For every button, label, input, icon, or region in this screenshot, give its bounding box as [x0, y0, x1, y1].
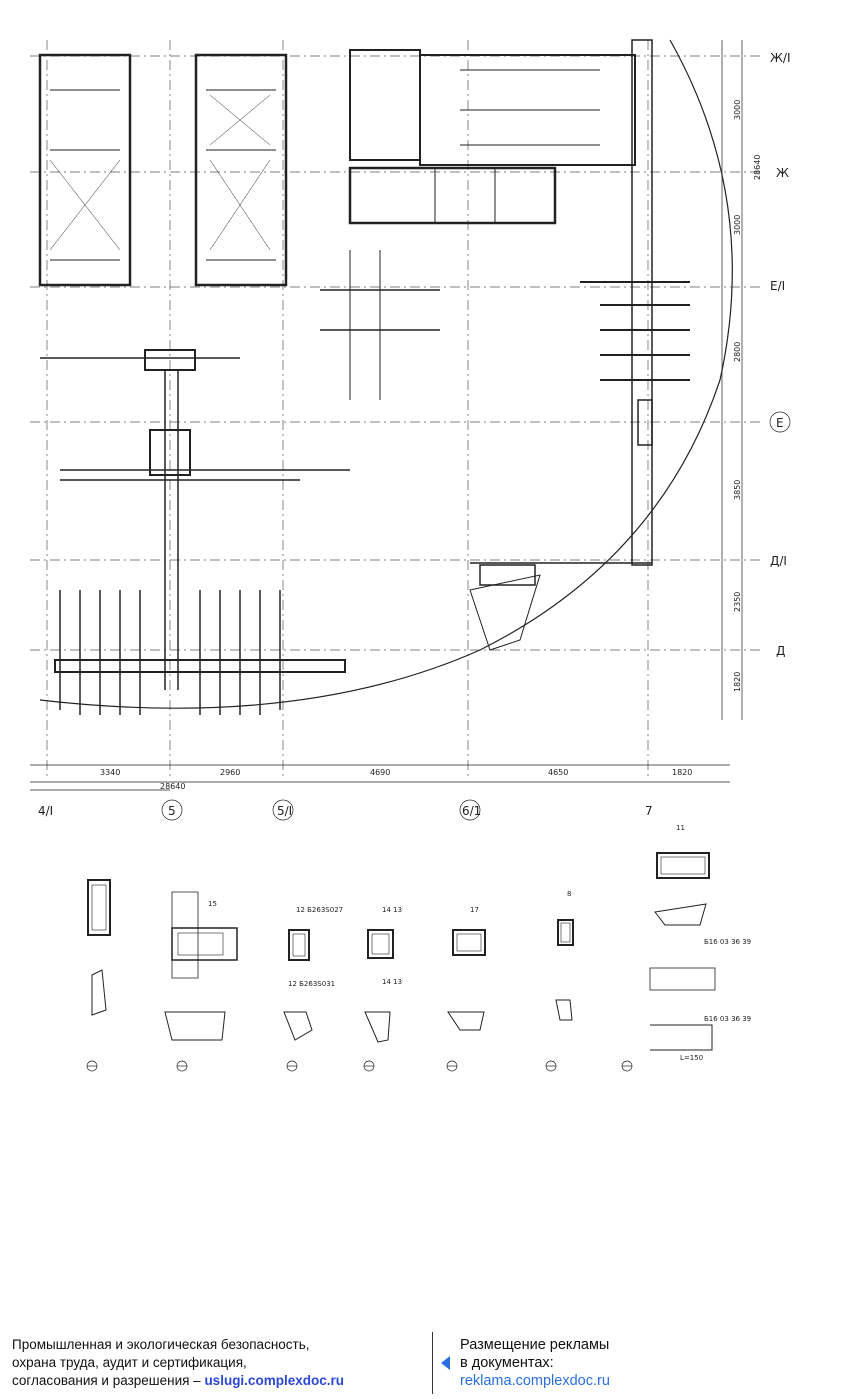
section-tag: 12 Б263S027	[296, 906, 343, 914]
section-tag: 17	[470, 906, 479, 914]
section-tag: L=150	[680, 1054, 703, 1062]
dimension-text: 4690	[370, 768, 390, 777]
arrow-left-icon	[441, 1356, 450, 1370]
section-tag: 14 13	[382, 906, 402, 914]
dimension-text: 2800	[733, 342, 742, 362]
construction-drawing: Ж/I Ж Е/I Е Д/I Д 4/I 5 5/I 6/1 7 3000 2…	[30, 39, 791, 1072]
footer-left-line: согласования и разрешения – uslugi.compl…	[12, 1372, 422, 1390]
dimension-text: 4650	[548, 768, 568, 777]
dimension-text: 1820	[672, 768, 692, 777]
grid-label-right: Ж/I	[770, 51, 791, 65]
grid-label-bottom: 7	[645, 804, 653, 818]
grid-label-right: Д/I	[770, 554, 787, 568]
section-tag: 12 Б263S031	[288, 980, 335, 988]
section-tag: 11	[676, 824, 685, 832]
grid-label-bottom: 5/I	[277, 804, 292, 818]
footer-banner: Промышленная и экологическая безопасност…	[0, 1328, 864, 1399]
footer-left-line: охрана труда, аудит и сертификация,	[12, 1355, 247, 1370]
grid-label-right: Е	[776, 416, 784, 430]
grid-label-bottom: 5	[168, 804, 176, 818]
footer-left-prefix: согласования и разрешения –	[12, 1373, 205, 1388]
section-tag: 14 13	[382, 978, 402, 986]
grid-label-bottom: 4/I	[38, 804, 53, 818]
footer-right-text: Размещение рекламы в документах: reklama…	[460, 1336, 820, 1390]
footer-right-line: Размещение рекламы	[460, 1337, 610, 1353]
dimension-total: 28640	[160, 782, 185, 791]
section-tag: 15	[208, 900, 217, 908]
section-tag: Б16 03 36 39	[704, 938, 751, 946]
footer-left-line: Промышленная и экологическая безопасност…	[12, 1337, 310, 1352]
dimension-text: 2350	[733, 592, 742, 612]
reklama-link[interactable]: reklama.complexdoc.ru	[460, 1373, 610, 1389]
uslugi-link[interactable]: uslugi.complexdoc.ru	[204, 1373, 344, 1388]
grid-label-right: Д	[776, 644, 785, 658]
footer-right-line: в документах:	[460, 1355, 554, 1371]
grid-label-right: Е/I	[770, 279, 785, 293]
footer-divider	[432, 1332, 433, 1394]
dimension-text: 3000	[733, 215, 742, 235]
dimension-text: 3340	[100, 768, 120, 777]
dimension-text: 2960	[220, 768, 240, 777]
grid-label-bottom: 6/1	[462, 804, 481, 818]
footer-left-text: Промышленная и экологическая безопасност…	[12, 1336, 422, 1390]
section-tag: 8	[567, 890, 571, 898]
dimension-text: 3850	[733, 480, 742, 500]
section-tag: Б16 03 36 39	[704, 1015, 751, 1023]
dimension-text: 28640	[753, 155, 762, 180]
dimension-text: 1820	[733, 672, 742, 692]
dimension-text: 3000	[733, 100, 742, 120]
grid-label-right: Ж	[776, 166, 789, 180]
